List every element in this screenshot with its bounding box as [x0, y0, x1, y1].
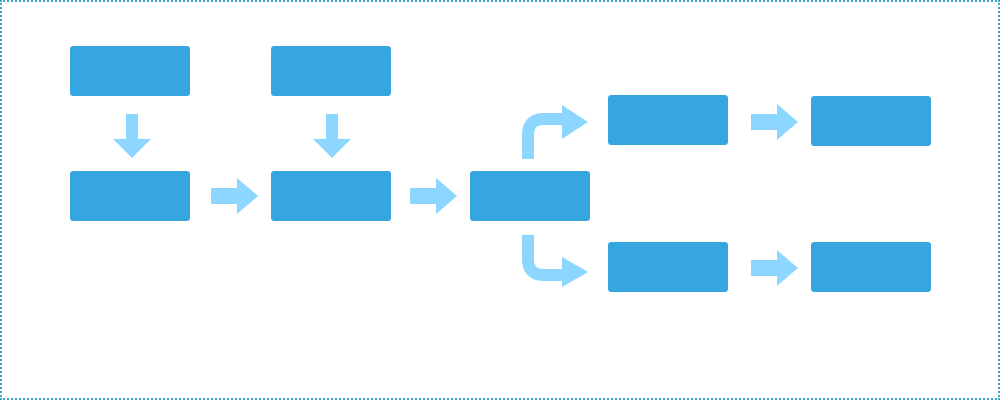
arrow-right-icon — [751, 104, 798, 140]
process-box-top-a — [70, 46, 190, 96]
process-box-right-top-a — [608, 95, 728, 145]
process-box-mid-b — [271, 171, 391, 221]
arrow-right-head-icon — [562, 257, 588, 287]
process-box-right-top-b — [811, 96, 931, 146]
arrow-right-head-icon — [562, 105, 588, 139]
arrow-right-icon — [410, 178, 457, 214]
process-box-right-bottom-b — [811, 242, 931, 292]
process-box-right-bottom-a — [608, 242, 728, 292]
process-box-mid-a — [70, 171, 190, 221]
elbow-arrow-up-right-icon — [522, 113, 562, 159]
arrow-right-icon — [211, 178, 258, 214]
arrow-down-icon — [113, 114, 151, 158]
arrow-right-icon — [751, 250, 798, 286]
elbow-arrow-down-right-icon — [522, 235, 562, 281]
process-box-mid-c — [470, 171, 590, 221]
arrow-down-icon — [313, 114, 351, 158]
process-box-top-b — [271, 46, 391, 96]
